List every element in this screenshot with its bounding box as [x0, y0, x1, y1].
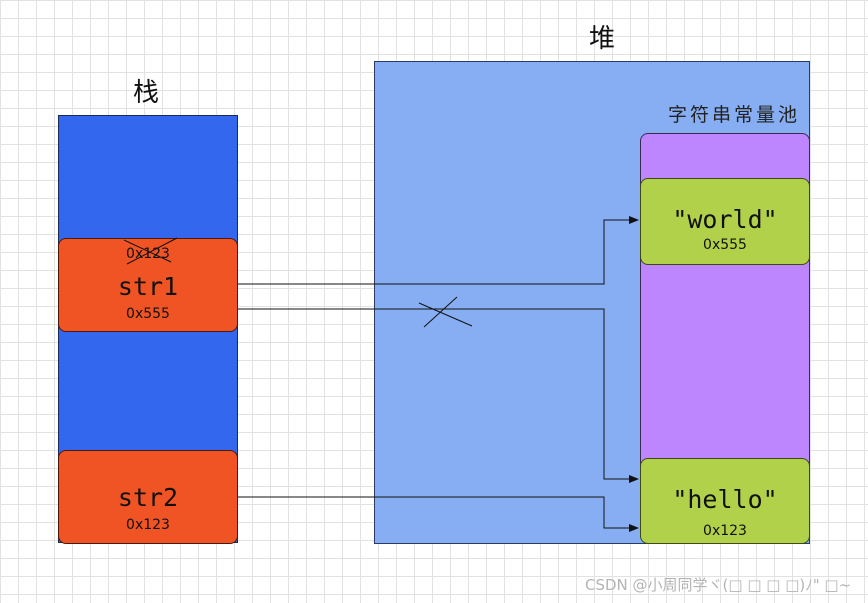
str1-old-address: 0x123 [126, 246, 170, 262]
str2-to-hello-arrow [238, 496, 639, 532]
hello-string-box: "hello" 0x123 [640, 458, 810, 544]
stack-label: 栈 [133, 78, 160, 108]
str1-to-hello-old-arrow [238, 308, 639, 483]
heap-label: 堆 [589, 24, 616, 54]
str1-to-world-arrow [238, 216, 639, 285]
world-string-box: "world" 0x555 [640, 178, 810, 265]
world-string-address: 0x555 [703, 237, 747, 253]
str1-address: 0x555 [126, 306, 170, 322]
string-pool-label: 字符串常量池 [668, 104, 801, 126]
watermark-text: CSDN @小周同学ヾ(□ □ □ □)ﾉ" □~ [585, 576, 852, 594]
hello-string-value: "hello" [672, 485, 778, 514]
str2-name: str2 [117, 483, 179, 512]
str1-name: str1 [117, 272, 179, 301]
str2-address: 0x123 [126, 517, 170, 533]
world-string-value: "world" [672, 205, 778, 234]
old-reference-cross-mark [418, 296, 473, 328]
str1-box: 0x123 str1 0x555 [58, 238, 238, 332]
old-address-cross-mark [123, 237, 178, 265]
hello-string-address: 0x123 [703, 523, 747, 539]
str2-box: str2 0x123 [58, 450, 238, 544]
